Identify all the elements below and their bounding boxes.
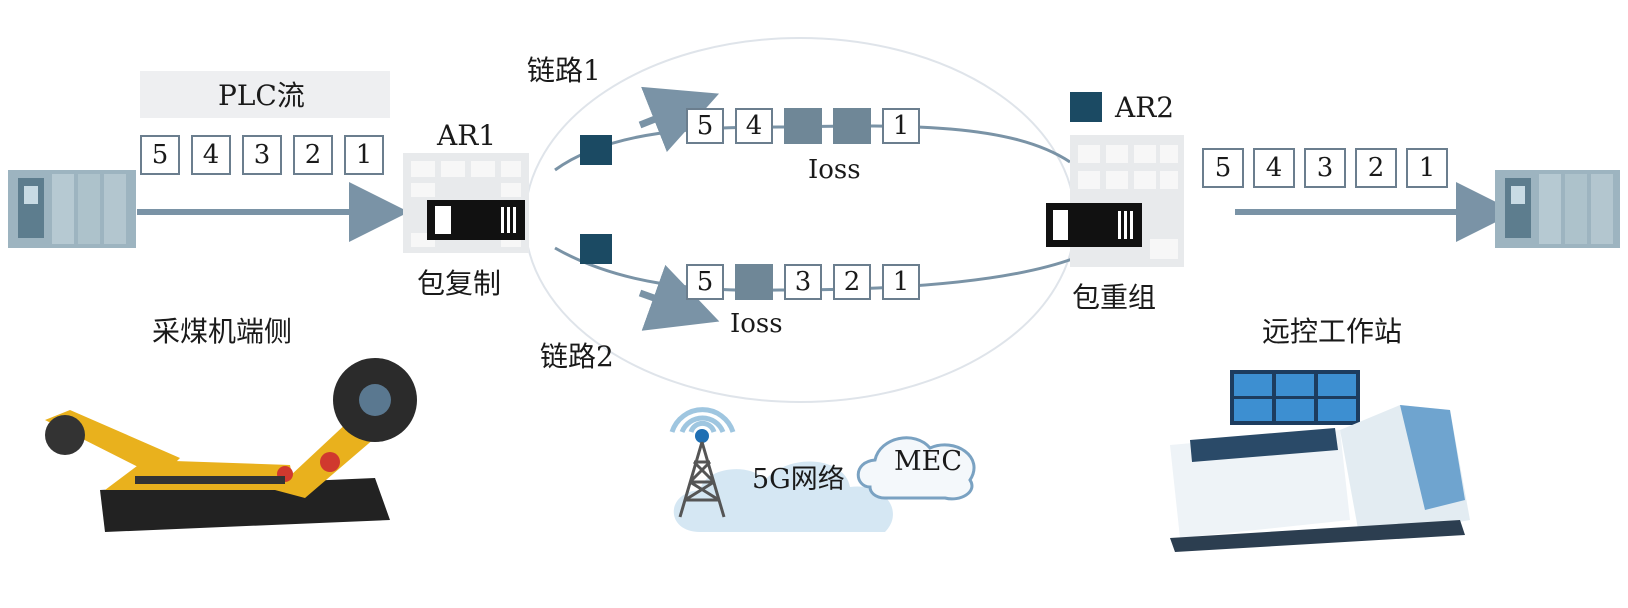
right-side-label: 远控工作站 xyxy=(1262,315,1403,348)
link2-arrow xyxy=(638,264,720,331)
packet: 4 xyxy=(191,135,231,175)
link2-packet-marker xyxy=(580,234,612,264)
packet: 4 xyxy=(735,108,773,144)
shearer-machine-icon xyxy=(45,358,417,532)
packet: 5 xyxy=(686,108,724,144)
packet: 1 xyxy=(882,264,920,300)
packet: 1 xyxy=(882,108,920,144)
cloud-icon xyxy=(673,436,976,532)
tower-icon xyxy=(669,407,736,518)
mec-label: MEC xyxy=(894,446,963,477)
packet: 2 xyxy=(1355,148,1397,188)
router-port-icon xyxy=(1046,203,1142,247)
link1-packet-marker xyxy=(580,135,612,165)
lost-packet xyxy=(833,108,871,144)
packet: 5 xyxy=(1202,148,1244,188)
packet: 1 xyxy=(1406,148,1448,188)
packet: 1 xyxy=(344,135,384,175)
network-label: 5G网络 xyxy=(752,464,845,495)
router-icon xyxy=(1070,135,1184,267)
router-icon xyxy=(403,153,529,253)
lost-packet xyxy=(784,108,822,144)
packet: 3 xyxy=(784,264,822,300)
packet: 4 xyxy=(1253,148,1295,188)
ar2-marker xyxy=(1070,92,1102,122)
packet: 5 xyxy=(140,135,180,175)
control-station-icon xyxy=(1170,370,1470,552)
plc-flow-band xyxy=(140,71,390,118)
link1-label: 链路1 xyxy=(527,54,601,87)
packet: 2 xyxy=(293,135,333,175)
ar2-title: AR2 xyxy=(1115,91,1175,124)
ar1-caption: 包复制 xyxy=(417,267,502,300)
packet: 3 xyxy=(242,135,282,175)
lost-packet xyxy=(735,264,773,300)
plc-device-icon xyxy=(8,170,136,248)
packet: 3 xyxy=(1304,148,1346,188)
link1-curve xyxy=(554,124,1071,172)
ar1-title: AR1 xyxy=(437,119,497,152)
plc-flow-title: PLC流 xyxy=(218,79,305,112)
link2-loss-label: Ioss xyxy=(730,309,783,339)
plc-device-icon xyxy=(1495,170,1620,248)
link2-label: 链路2 xyxy=(540,340,614,373)
left-side-label: 采煤机端侧 xyxy=(152,315,293,348)
packet: 5 xyxy=(686,264,724,300)
ar2-caption: 包重组 xyxy=(1072,281,1157,314)
link1-arrow xyxy=(638,86,720,153)
link2-curve xyxy=(554,246,1076,292)
packet: 2 xyxy=(833,264,871,300)
link1-loss-label: Ioss xyxy=(808,155,861,185)
